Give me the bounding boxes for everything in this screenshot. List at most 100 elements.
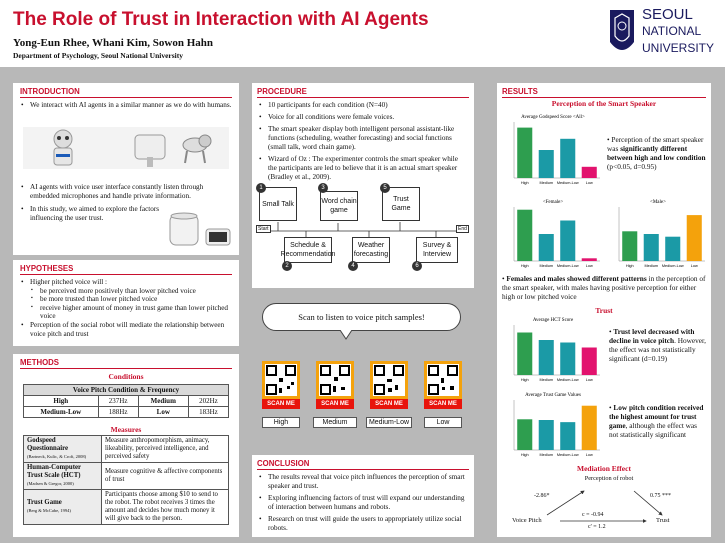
- flow-end: End: [456, 225, 469, 233]
- chart-tick-label: Low: [691, 264, 698, 268]
- chart-tick-label: Medium: [539, 181, 553, 185]
- chart-tick-label: Low: [586, 453, 593, 457]
- hypothesis-item: Perception of the social robot will medi…: [20, 321, 234, 338]
- flow-step-weather: Weather forecasting: [352, 237, 390, 263]
- results-heading: RESULTS: [502, 87, 705, 98]
- chart-bar: [538, 150, 554, 178]
- robot-images: [23, 127, 229, 169]
- hct-text: • Trust level decreased with decline in …: [609, 327, 706, 363]
- scan-callout: Scan to listen to voice pitch samples!: [262, 303, 461, 331]
- measure-ref: (Berg & McCabe, 1994): [27, 508, 71, 513]
- measures-table: Godspeed Questionnaire (Bartneck, Kulic,…: [23, 435, 229, 525]
- sample-label: High: [262, 417, 300, 428]
- pitch-cell: Medium-Low: [23, 406, 99, 418]
- game-text-part: , although the effect was not statistica…: [609, 421, 698, 439]
- conclusion-bullet: Exploring influencing factors of trust w…: [258, 494, 470, 512]
- measure-name-cell: Godspeed Questionnaire (Bartneck, Kulic,…: [23, 435, 102, 463]
- flow-step-trust-game: Trust Game: [382, 187, 420, 221]
- qr-code-medium-low[interactable]: [370, 361, 408, 399]
- chart-tick-label: Low: [586, 378, 593, 382]
- chart-bar: [581, 258, 597, 261]
- intro-bullet: In this study, we aimed to explore the f…: [20, 205, 160, 223]
- pitch-cell: 237Hz: [97, 395, 139, 407]
- logo-line-1: SEOUL: [642, 6, 693, 23]
- procedure-flow: Small Talk Word chain game Trust Game Sc…: [256, 183, 470, 277]
- conclusion-bullet: The results reveal that voice pitch infl…: [258, 473, 470, 491]
- chart-title: Average Godspeed Score <All>: [521, 115, 585, 120]
- mediation-title: Mediation Effect: [577, 464, 631, 473]
- chart-title: <Male>: [650, 200, 666, 205]
- flow-number: 1: [256, 183, 266, 193]
- perception-text-part: Perception of the smart speaker was: [607, 135, 704, 153]
- procedure-bullet: The smart speaker display both intellige…: [258, 125, 468, 152]
- gender-text: • Females and males showed different pat…: [502, 274, 706, 301]
- scan-me-button[interactable]: SCAN ME: [316, 399, 354, 409]
- conclusion-bullet: Research on trust will guide the users t…: [258, 515, 470, 533]
- chart-tick-label: High: [521, 453, 529, 457]
- flow-arrows: [258, 222, 468, 237]
- chart-bar: [517, 127, 533, 178]
- mediation-arrows: [546, 490, 663, 523]
- mediation-x-label: Voice Pitch: [512, 517, 542, 524]
- flow-number: 3: [318, 183, 328, 193]
- chart-tick-label: Medium-Low: [557, 378, 579, 382]
- pitch-cell: 202Hz: [187, 395, 230, 407]
- university-seal-icon: [610, 10, 634, 50]
- mediation-path-c: c = -0.94: [582, 512, 604, 518]
- chart-bar: [560, 138, 576, 178]
- qr-code-high[interactable]: [262, 361, 300, 399]
- chart-tick-label: High: [521, 264, 529, 268]
- measure-name-cell: Trust Game (Berg & McCabe, 1994): [23, 489, 102, 525]
- flow-step-schedule: Schedule & Recommendation: [281, 237, 335, 263]
- procedure-bullet: Voice for all conditions were female voi…: [258, 113, 468, 122]
- chart-tick-label: High: [521, 181, 529, 185]
- hypothesis-subitem: be perceived more positively than lower …: [20, 287, 234, 296]
- chart-bar: [538, 340, 554, 375]
- chart-bar: [581, 347, 597, 375]
- scan-me-button[interactable]: SCAN ME: [370, 399, 408, 409]
- qr-icon: [428, 365, 458, 395]
- chart-tick-label: High: [626, 264, 634, 268]
- chart-tick-label: Low: [586, 181, 593, 185]
- pitch-cell: 188Hz: [97, 406, 139, 418]
- chart-tick-label: Low: [586, 264, 593, 268]
- qr-code-medium[interactable]: [316, 361, 354, 399]
- chart-bar: [643, 234, 659, 261]
- chart-tick-label: Medium: [539, 453, 553, 457]
- mediation-diagram: Perception of robot Voice Pitch Trust -2…: [512, 475, 702, 533]
- scan-me-button[interactable]: SCAN ME: [424, 399, 462, 409]
- page-title: The Role of Trust in Interaction with AI…: [13, 9, 429, 30]
- qr-code-low[interactable]: [424, 361, 462, 399]
- logo-line-2: NATIONAL: [642, 24, 702, 38]
- methods-heading: METHODS: [20, 358, 232, 369]
- introduction-panel: INTRODUCTION We interact with AI agents …: [13, 83, 239, 255]
- scan-me-button[interactable]: SCAN ME: [262, 399, 300, 409]
- chart-bar: [581, 405, 597, 450]
- intro-bullet: AI agents with voice user interface cons…: [20, 183, 232, 201]
- mediation-path-a: -2.86*: [534, 493, 550, 499]
- measure-name-cell: Human-Computer Trust Scale (HCT) (Madsen…: [23, 462, 102, 490]
- callout-tail-icon: [340, 330, 353, 340]
- flow-number: 5: [380, 183, 390, 193]
- chart-bar: [517, 209, 533, 261]
- chart-tick-label: Medium-Low: [557, 453, 579, 457]
- authors: Yong-Eun Rhee, Whani Kim, Sowon Hahn: [13, 37, 213, 49]
- department: Department of Psychology, Seoul National…: [13, 51, 183, 60]
- hypothesis-item: Higher pitched voice will :: [20, 278, 234, 287]
- flow-number: 2: [282, 261, 292, 271]
- chart-title: Average Trust Game Values: [525, 393, 581, 398]
- qr-icon: [320, 365, 350, 395]
- perception-title: Perception of the Smart Speaker: [551, 99, 657, 108]
- gender-text-bold: Females and males showed different patte…: [506, 274, 647, 283]
- smart-speaker-icon: [169, 212, 231, 246]
- flow-step-word-chain: Word chain game: [320, 191, 358, 221]
- mediator-label: Perception of robot: [584, 475, 634, 482]
- hypotheses-heading: HYPOTHESES: [20, 264, 234, 275]
- chart-title: <Female>: [543, 200, 564, 205]
- measure-desc: Participants choose among $10 to send to…: [101, 489, 229, 525]
